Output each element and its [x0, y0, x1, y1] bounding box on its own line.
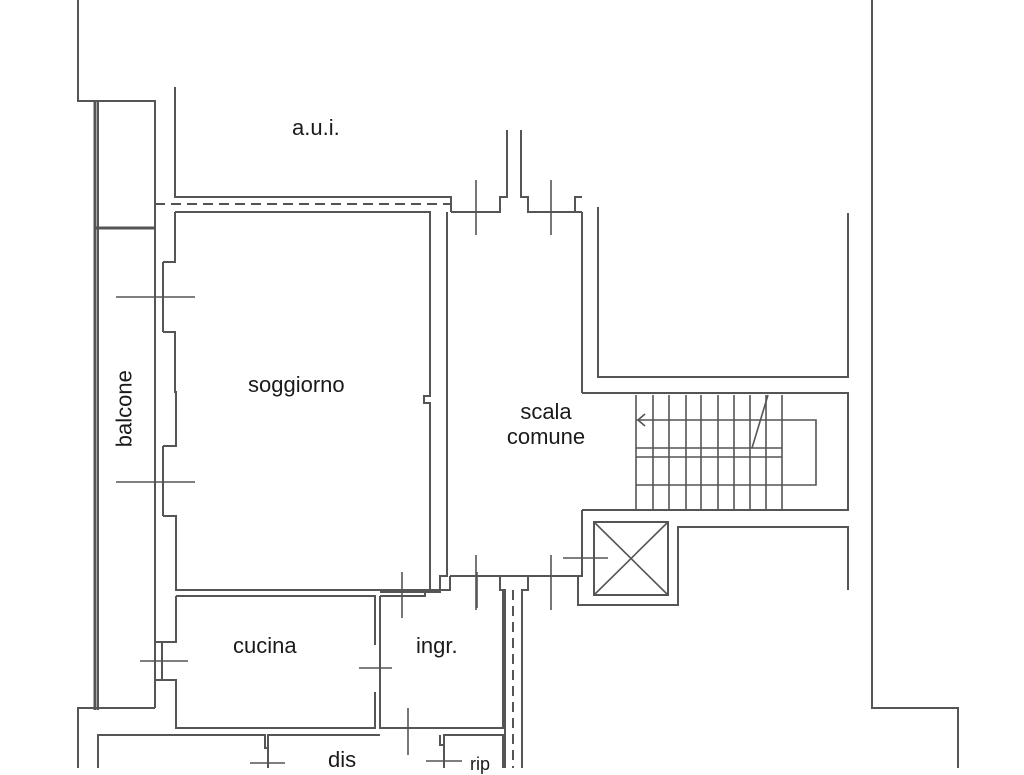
- room-label-ingresso: ingr.: [416, 633, 458, 658]
- elevator-shaft-icon: [563, 521, 669, 596]
- room-label-comune: comune: [506, 424, 586, 450]
- soggiorno-walls: [116, 211, 448, 593]
- room-label-aui: a.u.i.: [292, 115, 340, 140]
- cucina-walls: [140, 595, 392, 729]
- stair-cut-line: [751, 394, 769, 449]
- ingresso-walls: [380, 572, 504, 755]
- lower-rooms-walls: [97, 734, 504, 768]
- stair-icon: [635, 394, 817, 510]
- room-label-cucina: cucina: [233, 633, 297, 658]
- room-label-dis: dis: [328, 747, 357, 772]
- room-label-soggiorno: soggiorno: [248, 372, 345, 397]
- stairwell-walls: [577, 207, 849, 606]
- arrow-left-icon: [636, 413, 646, 427]
- aui-walls: [155, 87, 452, 212]
- room-label-rip: rip: [470, 754, 491, 774]
- scala-comune-walls: [450, 130, 583, 768]
- room-label-scala-comune: scala comune: [490, 399, 602, 450]
- balcony-walls: [93, 101, 156, 710]
- room-label-balcone: balcone: [111, 370, 137, 448]
- room-label-scala: scala: [520, 399, 572, 424]
- outer-walls: [77, 0, 959, 768]
